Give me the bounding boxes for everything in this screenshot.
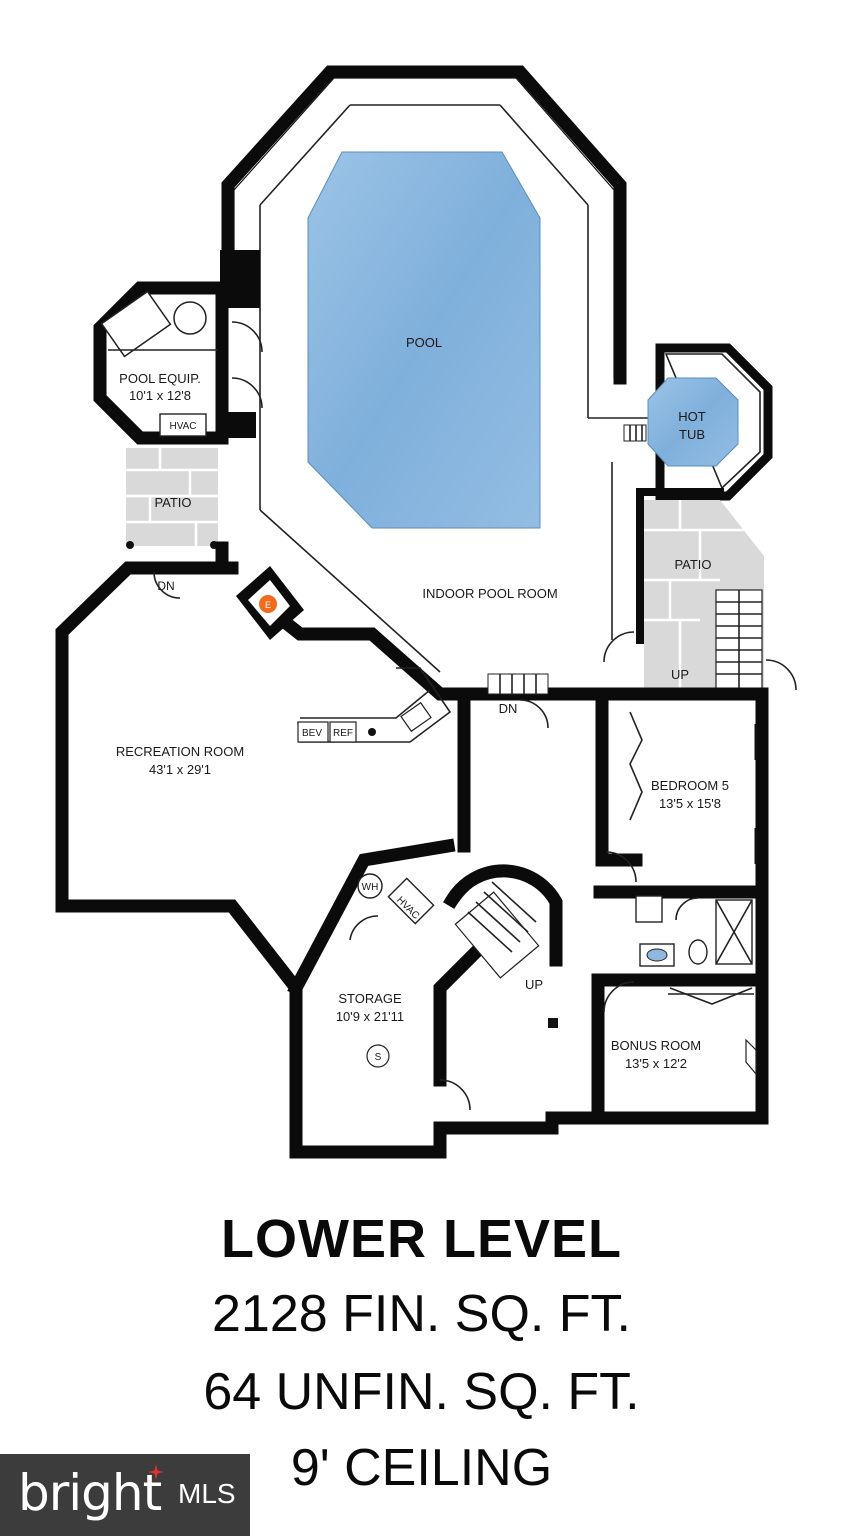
fireplace: E [236,566,304,640]
recreation-room-name: RECREATION ROOM [116,744,244,759]
unfinished-square-footage: 64 UNFIN. SQ. FT. [203,1363,640,1421]
patio-right-up-label: UP [671,667,689,682]
pool-equip-dims: 10'1 x 12'8 [129,388,191,403]
finished-square-footage: 2128 FIN. SQ. FT. [211,1285,632,1343]
hot-tub-label-line1: HOT [678,409,706,424]
spark-icon [148,1464,164,1480]
level-title: LOWER LEVEL [221,1209,622,1269]
main-walls [55,541,769,1159]
hot-tub-steps [623,424,647,442]
bonus-closet [668,987,754,1005]
pool-water [307,151,541,529]
pool-equip-name: POOL EQUIP. [119,371,201,386]
patio-left [126,448,218,549]
bar-counter [297,667,452,743]
up-stairs-label: UP [525,977,543,992]
sump-label: S [375,1052,382,1063]
dn-pool-door-arc [519,699,549,729]
patio-right-door-arc [603,631,635,663]
dn-patio-label: DN [157,579,174,593]
bedroom5-name: BEDROOM 5 [651,778,729,793]
bonus-door-arc [603,981,635,1013]
storage-name: STORAGE [338,991,402,1006]
pool-label: POOL [406,335,442,350]
bedroom5-dims: 13'5 x 15'8 [659,796,721,811]
bonus-room-name: BONUS ROOM [611,1038,701,1053]
bath-door-arc [675,897,699,921]
floor-plan: POOL HOT TUB POOL EQUIP. 10'1 x 12'8 HVA… [55,65,797,1159]
patio-right-door-arc-2 [765,659,797,691]
water-heater-label: WH [362,882,379,893]
bright-mls-logo: bright MLS [0,1454,250,1536]
pool-equip-room [93,281,229,445]
bev-label: BEV [302,728,322,739]
patio-right-label: PATIO [674,557,711,572]
bedroom5-closet-doors [629,711,643,821]
storage-dims: 10'9 x 21'11 [336,1009,404,1024]
fireplace-icon [259,595,277,613]
bedroom5-door-arc [605,851,637,883]
pool-equip-door-arc [231,321,263,353]
hot-tub-label-line2: TUB [679,427,705,442]
bonus-room-dims: 13'5 x 12'2 [625,1056,687,1071]
patio-right-stairs [715,589,763,691]
pool-equip-hvac: HVAC [169,421,196,432]
patio-left-label: PATIO [154,495,191,510]
bathroom [635,895,753,967]
dn-pool-label: DN [499,701,518,716]
logo-suffix: MLS [178,1478,236,1509]
indoor-pool-room-label: INDOOR POOL ROOM [422,586,557,601]
recreation-room-dims: 43'1 x 29'1 [149,762,211,777]
storage-utilities [349,873,558,1111]
pool-equip-door-arc-2 [231,377,263,409]
ref-label: REF [333,728,353,739]
curved-stair [443,864,563,979]
logo-brand: bright [18,1464,162,1522]
bonus-window [745,1038,757,1076]
ceiling-height: 9' CEILING [290,1439,553,1497]
fireplace-label: E [265,600,271,610]
hot-tub-water [647,377,739,467]
dn-patio-door-arc [153,571,181,599]
pool-steps-down [487,673,549,695]
